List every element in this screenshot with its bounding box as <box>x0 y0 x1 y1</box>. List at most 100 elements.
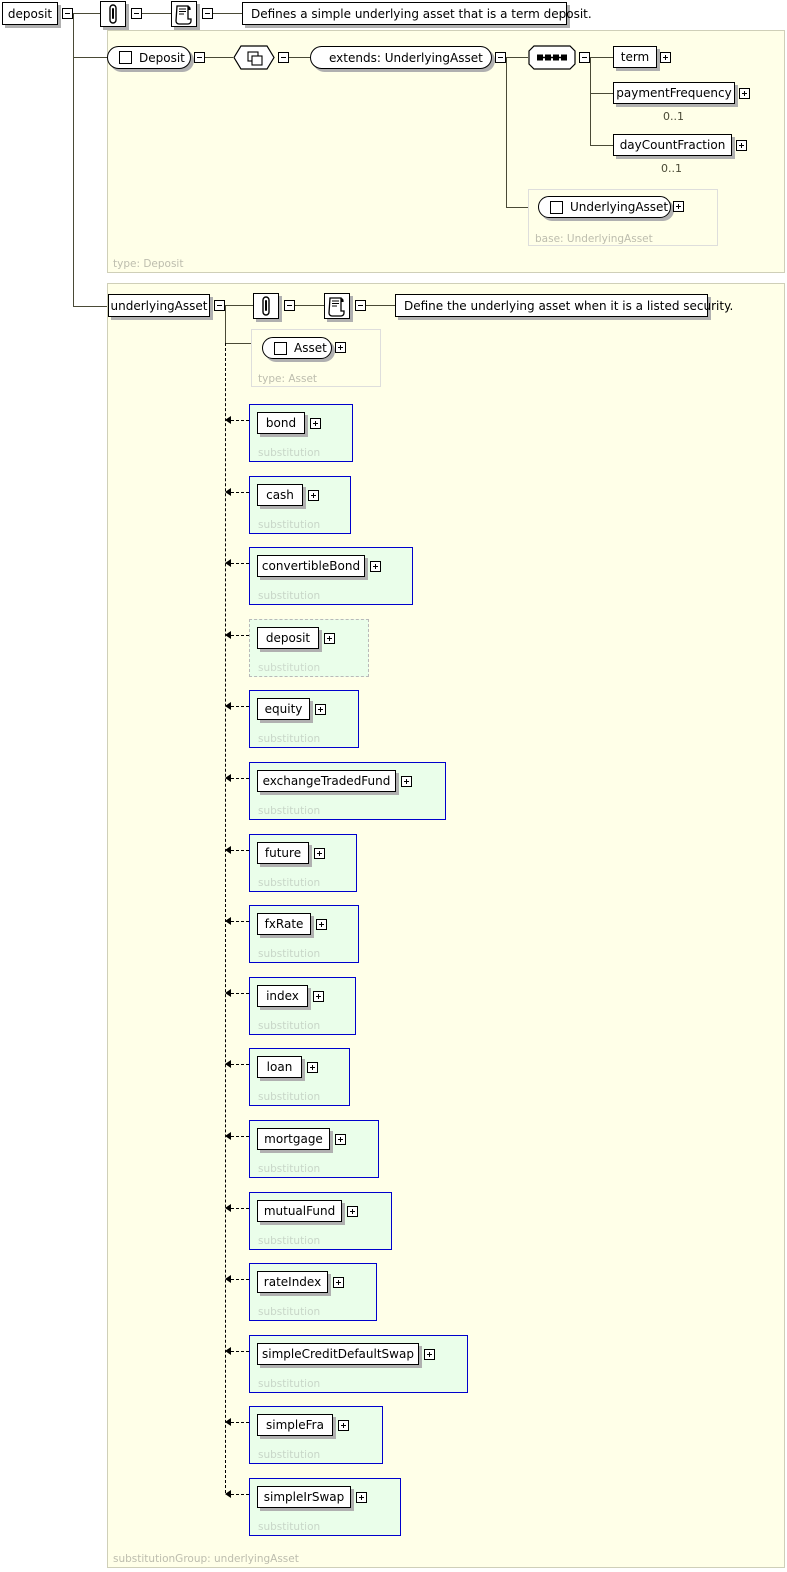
substitution-element-label: deposit <box>265 631 311 645</box>
substitution-element-mutualFund[interactable]: mutualFund <box>257 1200 342 1222</box>
connector <box>506 57 528 58</box>
substitution-element-convertibleBond[interactable]: convertibleBond <box>257 555 365 577</box>
substitution-element-index[interactable]: index <box>257 985 308 1007</box>
substitution-element-bond[interactable]: bond <box>257 412 305 434</box>
expand-toggle-future[interactable] <box>314 848 325 859</box>
substitution-arrow-icon <box>225 631 231 639</box>
type-ref-asset[interactable]: Asset <box>262 337 332 359</box>
substitution-element-simpleFra[interactable]: simpleFra <box>257 1414 333 1436</box>
expand-toggle-bond[interactable] <box>310 418 321 429</box>
paperclip-icon[interactable] <box>253 293 279 319</box>
extends-toggle[interactable] <box>495 52 506 63</box>
paymentfrequency-expand-toggle[interactable] <box>739 88 750 99</box>
substitution-arrow-icon <box>225 1060 231 1068</box>
type-ref-underlyingasset-label: UnderlyingAsset <box>570 200 669 214</box>
documentation-text: Define the underlying asset when it is a… <box>404 298 734 313</box>
substitution-kind-label: substitution <box>258 1163 321 1175</box>
expand-toggle-rateIndex[interactable] <box>333 1277 344 1288</box>
sequence-icon[interactable] <box>528 45 576 70</box>
root-element-deposit[interactable]: deposit <box>2 2 58 25</box>
connector <box>73 306 107 307</box>
extension-toggle[interactable] <box>278 52 289 63</box>
substitution-element-mortgage[interactable]: mortgage <box>257 1128 330 1150</box>
documentation-collapse-toggle[interactable] <box>355 300 366 311</box>
expand-toggle-mutualFund[interactable] <box>347 1206 358 1217</box>
child-element-paymentfrequency[interactable]: paymentFrequency <box>613 82 735 104</box>
substitution-kind-label: substitution <box>258 733 321 745</box>
complex-type-icon <box>550 200 563 214</box>
substitution-kind-label: substitution <box>258 590 321 602</box>
documentation-collapse-toggle[interactable] <box>202 8 213 19</box>
expand-toggle-loan[interactable] <box>307 1062 318 1073</box>
connector <box>590 57 613 58</box>
substitution-element-future[interactable]: future <box>257 842 309 864</box>
substitution-element-label: convertibleBond <box>261 559 361 573</box>
expand-toggle-fxRate[interactable] <box>316 919 327 930</box>
annotation-collapse-toggle[interactable] <box>284 300 295 311</box>
substitution-element-label: index <box>266 989 299 1003</box>
substitution-arrow-icon <box>225 702 231 710</box>
type-ref-asset-label: Asset <box>294 341 327 355</box>
underlyingasset-expand-toggle[interactable] <box>673 201 684 212</box>
deposit-type-toggle[interactable] <box>194 52 205 63</box>
substitution-arrow-icon <box>225 1418 231 1426</box>
connector <box>590 145 613 146</box>
term-expand-toggle[interactable] <box>660 52 671 63</box>
type-ref-deposit[interactable]: Deposit <box>107 46 191 69</box>
substitution-element-equity[interactable]: equity <box>257 698 310 720</box>
substitution-element-cash[interactable]: cash <box>257 484 303 506</box>
sequence-toggle[interactable] <box>579 52 590 63</box>
substitution-element-label: mutualFund <box>263 1204 336 1218</box>
substitution-element-fxRate[interactable]: fxRate <box>257 913 311 935</box>
substitution-element-simpleCreditDefaultSwap[interactable]: simpleCreditDefaultSwap <box>257 1343 419 1365</box>
expand-toggle-convertibleBond[interactable] <box>370 561 381 572</box>
substitution-element-loan[interactable]: loan <box>257 1056 302 1078</box>
documentation-scroll-icon[interactable] <box>171 1 197 27</box>
substitution-element-label: bond <box>265 416 297 430</box>
substitution-element-label: simpleCreditDefaultSwap <box>262 1347 414 1361</box>
asset-type-panel-label: type: Asset <box>258 373 318 385</box>
expand-toggle-simpleCreditDefaultSwap[interactable] <box>424 1349 435 1360</box>
root-collapse-toggle[interactable] <box>62 8 73 19</box>
extends-underlyingasset[interactable]: extends: UnderlyingAsset <box>310 46 492 69</box>
head-element-underlyingasset[interactable]: underlyingAsset <box>108 294 210 317</box>
extension-icon[interactable] <box>233 45 275 70</box>
connector <box>73 13 100 14</box>
expand-toggle-simpleIrSwap[interactable] <box>356 1492 367 1503</box>
expand-toggle-exchangeTradedFund[interactable] <box>401 776 412 787</box>
connector <box>366 305 395 306</box>
substitution-element-label: simpleFra <box>266 1418 324 1432</box>
head-element-label: underlyingAsset <box>110 298 208 313</box>
expand-toggle-simpleFra[interactable] <box>338 1420 349 1431</box>
head-element-toggle[interactable] <box>214 300 225 311</box>
substitution-arrow-icon <box>225 1275 231 1283</box>
daycountfraction-occurrence: 0..1 <box>661 162 682 175</box>
substitution-connector <box>231 1208 249 1209</box>
paperclip-icon[interactable] <box>100 1 126 27</box>
type-ref-underlyingasset[interactable]: UnderlyingAsset <box>538 196 671 218</box>
substitution-kind-label: substitution <box>258 447 321 459</box>
expand-toggle-cash[interactable] <box>308 490 319 501</box>
asset-expand-toggle[interactable] <box>335 342 346 353</box>
child-element-term[interactable]: term <box>613 46 657 68</box>
expand-toggle-deposit[interactable] <box>324 633 335 644</box>
substitution-element-label: cash <box>266 488 294 502</box>
substitution-connector <box>231 1136 249 1137</box>
substitution-element-exchangeTradedFund[interactable]: exchangeTradedFund <box>257 770 396 792</box>
daycountfraction-expand-toggle[interactable] <box>736 140 747 151</box>
substitution-element-deposit[interactable]: deposit <box>257 627 319 649</box>
substitution-connector <box>231 1422 249 1423</box>
substitution-element-rateIndex[interactable]: rateIndex <box>257 1271 328 1293</box>
documentation-scroll-icon[interactable] <box>324 293 350 319</box>
expand-toggle-index[interactable] <box>313 991 324 1002</box>
annotation-collapse-toggle[interactable] <box>131 8 142 19</box>
expand-toggle-mortgage[interactable] <box>335 1134 346 1145</box>
substitution-connector <box>231 563 249 564</box>
connector <box>590 57 591 145</box>
substitution-element-label: mortgage <box>264 1132 323 1146</box>
substitution-connector <box>231 993 249 994</box>
substitution-kind-label: substitution <box>258 662 321 674</box>
child-element-daycountfraction[interactable]: dayCountFraction <box>613 134 732 156</box>
expand-toggle-equity[interactable] <box>315 704 326 715</box>
substitution-element-simpleIrSwap[interactable]: simpleIrSwap <box>257 1486 351 1508</box>
